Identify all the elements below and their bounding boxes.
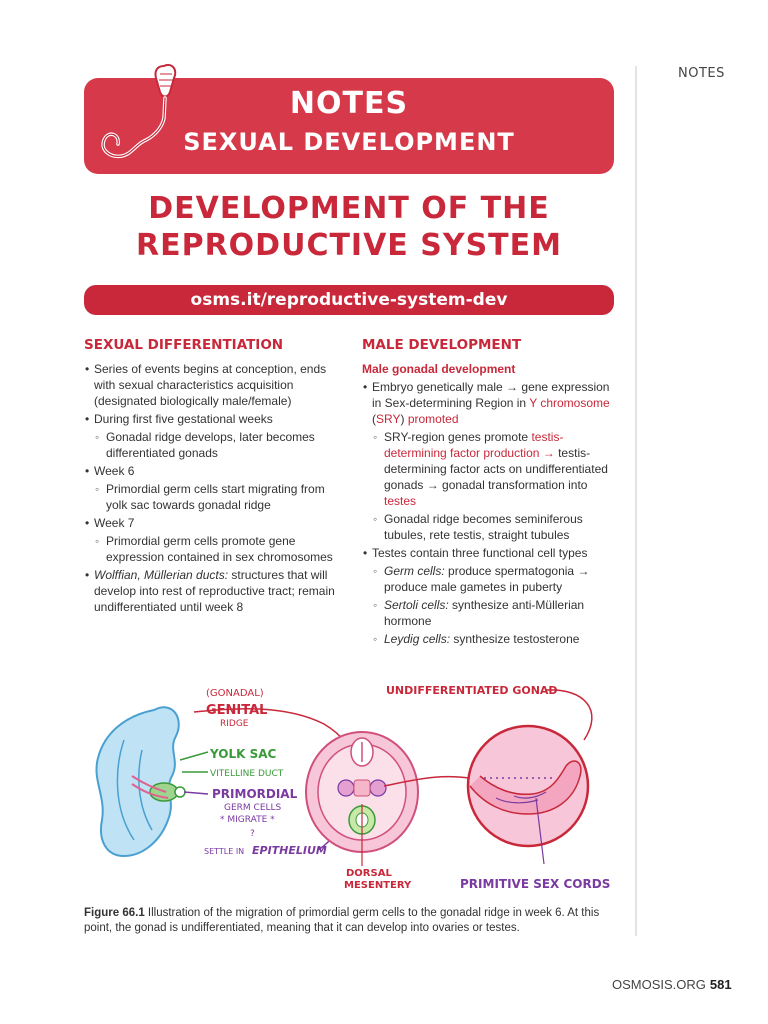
embryo-shape — [95, 706, 180, 858]
label-primitive-sex-cords: PRIMITIVE SEX CORDS — [460, 877, 610, 890]
definition: synthesize testosterone — [450, 632, 580, 646]
term: Leydig cells: — [384, 632, 451, 646]
page-number: 581 — [709, 977, 732, 992]
header-subtitle: SEXUAL DEVELOPMENT — [183, 128, 515, 156]
list-subitem: Leydig cells: synthesize testosterone — [362, 631, 618, 647]
term: Wolffian, Müllerian ducts: — [94, 568, 229, 582]
term: Germ cells: — [384, 564, 445, 578]
list-item: Week 7 — [84, 515, 342, 531]
text: testis-determining factor acts on undiff… — [384, 446, 608, 492]
text: ) — [400, 412, 408, 426]
label-settle: SETTLE IN — [204, 847, 244, 856]
title-line-1: DEVELOPMENT OF THE — [148, 191, 550, 226]
definition: produce spermatogonia → produce male gam… — [384, 564, 590, 594]
label-germ-cells: GERM CELLS — [224, 803, 282, 813]
list-subitem: Sertoli cells: synthesize anti-Müllerian… — [362, 597, 618, 629]
title-line-2: REPRODUCTIVE SYSTEM — [136, 228, 562, 263]
footer-site: OSMOSIS.ORG — [612, 977, 706, 992]
list-item: Wolffian, Müllerian ducts: structures th… — [84, 567, 342, 615]
highlight: testes — [384, 494, 417, 508]
label-primordial: PRIMORDIAL — [212, 787, 298, 801]
text: SRY-region genes promote — [384, 430, 532, 444]
caption-text: Illustration of the migration of primord… — [84, 907, 600, 934]
label-epithelium: EPITHELIUM — [252, 844, 327, 857]
list-subitem: Gonadal ridge becomes seminiferous tubul… — [362, 511, 618, 543]
sperm-icon — [101, 64, 177, 159]
page-title: DEVELOPMENT OF THE REPRODUCTIVE SYSTEM — [84, 190, 614, 264]
label-migrate: * MIGRATE * — [220, 815, 275, 825]
gonad-zoom-circle — [466, 724, 590, 848]
list-subitem: Primordial germ cells start migrating fr… — [84, 481, 342, 513]
label-yolk-sac: YOLK SAC — [209, 747, 277, 761]
header-notes: NOTES — [289, 86, 409, 121]
male-development-heading: MALE DEVELOPMENT — [362, 337, 522, 353]
text: ( — [372, 412, 376, 426]
figure-caption: Figure 66.1 Illustration of the migratio… — [84, 906, 614, 936]
label-genital: GENITAL — [206, 703, 267, 718]
highlight: SRY — [376, 412, 401, 426]
header-banner: NOTES SEXUAL DEVELOPMENT — [84, 78, 614, 174]
definition: structures that will develop into rest o… — [94, 568, 335, 614]
list-item: Embryo genetically male → gene expressio… — [362, 379, 618, 427]
highlight: promoted — [407, 412, 459, 426]
term: Sertoli cells: — [384, 598, 449, 612]
text: Embryo genetically male → gene expressio… — [372, 380, 610, 410]
side-divider — [635, 66, 637, 936]
caption-label: Figure 66.1 — [84, 907, 145, 919]
list-item: Testes contain three functional cell typ… — [362, 545, 618, 561]
highlight: testis-determining factor production → — [384, 430, 564, 460]
left-column: SEXUAL DIFFERENTIATION Series of events … — [84, 337, 342, 617]
list-subitem: Primordial germ cells promote gene expre… — [84, 533, 342, 565]
definition: synthesize anti-Müllerian hormone — [384, 598, 585, 628]
sexual-differentiation-heading: SEXUAL DIFFERENTIATION — [84, 337, 284, 353]
side-notes-label: NOTES — [678, 66, 725, 81]
label-question: ? — [250, 829, 255, 839]
label-gonadal: (GONADAL) — [206, 688, 264, 699]
label-dorsal: DORSAL — [346, 868, 392, 879]
label-undifferentiated-gonad: UNDIFFERENTIATED GONAD — [386, 684, 558, 697]
list-subitem: Gonadal ridge develops, later becomes di… — [84, 429, 342, 461]
list-item: During first five gestational weeks — [84, 411, 342, 427]
list-subitem: SRY-region genes promote testis-determin… — [362, 429, 618, 509]
list-subitem: Germ cells: produce spermatogonia → prod… — [362, 563, 618, 595]
right-column: MALE DEVELOPMENT Male gonadal developmen… — [362, 337, 618, 649]
list-item: Series of events begins at conception, e… — [84, 361, 342, 409]
list-item: Week 6 — [84, 463, 342, 479]
label-mesentery: MESENTERY — [344, 880, 412, 890]
highlight: Y chromosome — [529, 396, 610, 410]
figure-illustration: (GONADAL) GENITAL RIDGE YOLK SAC VITELLI… — [95, 684, 610, 890]
topic-link[interactable]: osms.it/reproductive-system-dev — [84, 285, 614, 315]
label-ridge: RIDGE — [220, 719, 249, 729]
male-gonadal-subheading: Male gonadal development — [362, 362, 516, 376]
label-vitelline-duct: VITELLINE DUCT — [210, 769, 284, 779]
